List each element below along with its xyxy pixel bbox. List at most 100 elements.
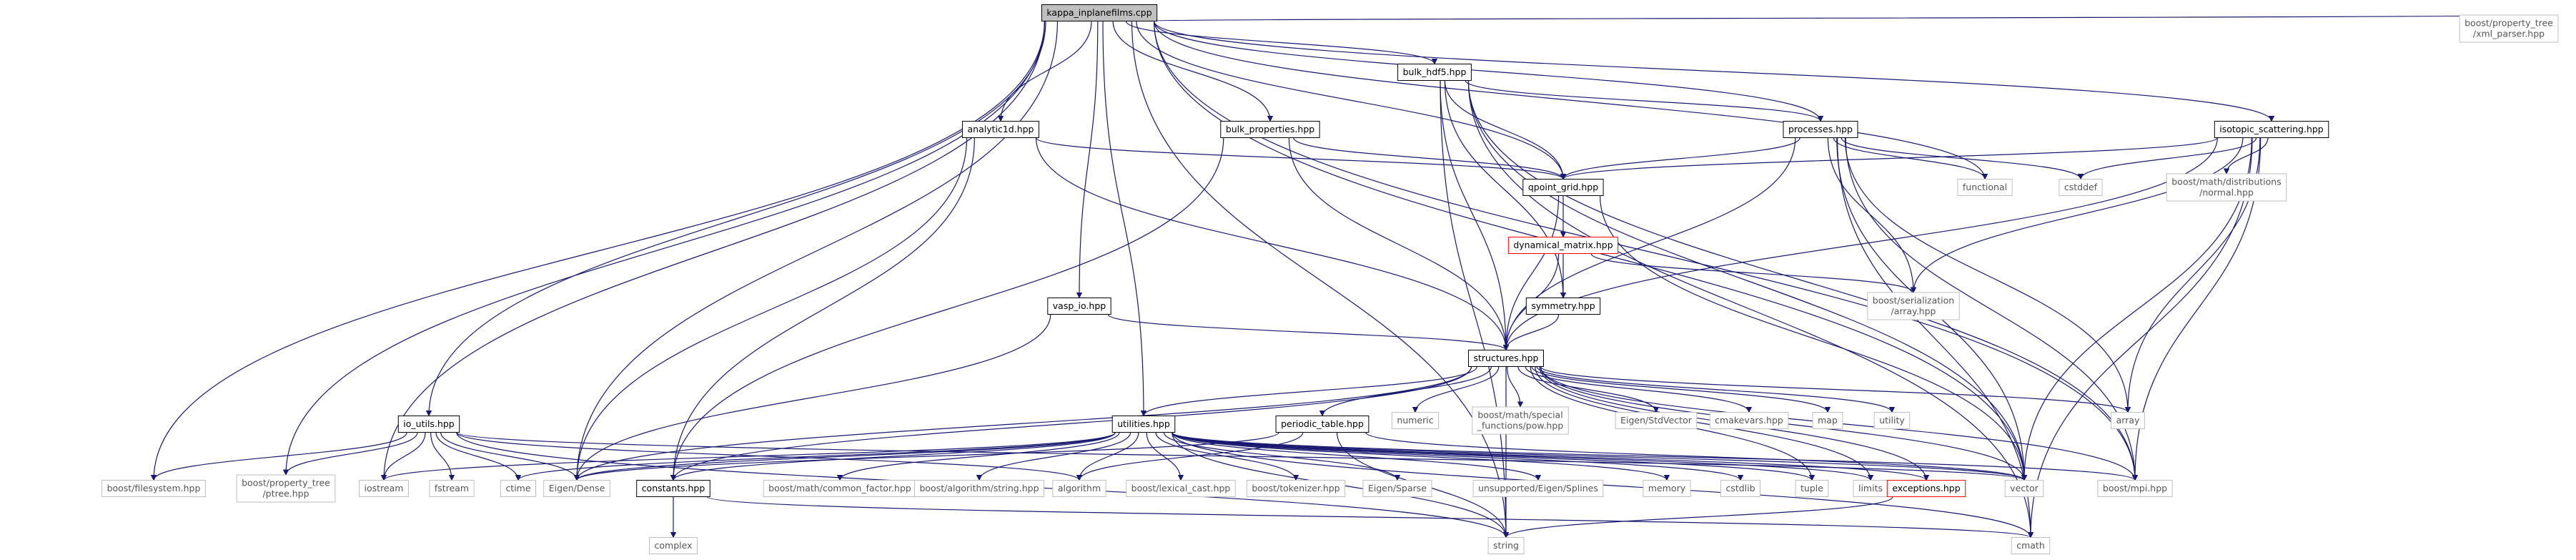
edge-processes-to-structures (1502, 137, 1796, 351)
node-dynamical-matrix[interactable]: dynamical_matrix.hpp (1507, 237, 1619, 254)
edge-processes-to-functional (1833, 137, 1988, 180)
node-label: Eigen/Dense (549, 483, 605, 493)
edge-io-utils-to-eigen-dense (440, 432, 580, 481)
node-structures[interactable]: structures.hpp (1468, 350, 1544, 367)
node-label: io_utils.hpp (403, 418, 454, 429)
node-normal: boost/math/distributions/normal.hpp (2166, 173, 2287, 202)
node-box (1957, 179, 2013, 196)
node-exceptions[interactable]: exceptions.hpp (1886, 480, 1966, 497)
edge-isotopic-to-normal (2223, 137, 2269, 175)
node-ser-array: boost/serialization/array.hpp (1867, 292, 1960, 320)
edge-bulk-hdf5-to-processes (1465, 80, 1824, 122)
node-box (397, 416, 460, 433)
node-label: utilities.hpp (1117, 418, 1170, 429)
node-vasp-io[interactable]: vasp_io.hpp (1047, 298, 1111, 315)
node-bulk-properties[interactable]: bulk_properties.hpp (1220, 121, 1320, 138)
edge-processes-to-array (1844, 137, 2131, 413)
edge-structures-to-constants (670, 366, 1472, 481)
node-label: boost/math/distributions (2171, 177, 2281, 187)
node-kappa[interactable]: kappa_inplanefilms.cpp (1041, 4, 1158, 21)
edge-utilities-to-tokenizer (1155, 432, 1299, 481)
edge-structures-to-limits (1535, 366, 1874, 481)
node-box (1362, 480, 1432, 497)
node-bulk-hdf5[interactable]: bulk_hdf5.hpp (1397, 64, 1472, 81)
node-label: qpoint_grid.hpp (1528, 182, 1598, 192)
node-label: boost/property_tree (242, 478, 330, 488)
node-periodic-table[interactable]: periodic_table.hpp (1275, 416, 1369, 433)
node-box (1052, 480, 1106, 497)
node-box (543, 480, 610, 497)
edge-processes-to-cstddef (1841, 137, 2084, 180)
node-box (1643, 480, 1691, 497)
node-map: map (1812, 412, 1843, 429)
node-utilities[interactable]: utilities.hpp (1111, 416, 1176, 433)
edge-kappa-to-utilities (1102, 21, 1147, 417)
node-eigen-sparse: Eigen/Sparse (1362, 480, 1432, 497)
edge-bulk-hdf5-to-cmath (1467, 80, 2034, 539)
node-label: functional (1963, 182, 2007, 192)
node-box (1220, 121, 1320, 138)
node-box (636, 480, 710, 497)
node-cstddef: cstddef (2059, 179, 2103, 196)
node-label: isotopic_scattering.hpp (2219, 124, 2324, 134)
node-special-fn: boost/math/special_functions/pow.hpp (1472, 406, 1569, 435)
node-cstdlib: cstdlib (1720, 480, 1760, 497)
edge-structures-to-map (1531, 366, 1831, 413)
node-label: periodic_table.hpp (1281, 418, 1364, 429)
node-label: _functions/pow.hpp (1477, 421, 1564, 431)
node-box (2097, 480, 2173, 497)
node-symmetry[interactable]: symmetry.hpp (1525, 298, 1601, 315)
node-label: vasp_io.hpp (1053, 300, 1106, 311)
node-label: boost/math/special (1477, 410, 1562, 421)
node-box (1812, 412, 1843, 429)
node-isotopic[interactable]: isotopic_scattering.hpp (2214, 121, 2329, 138)
node-constants[interactable]: constants.hpp (636, 480, 710, 497)
node-label: string (1493, 540, 1519, 551)
edge-kappa-to-mpi (1154, 21, 2139, 481)
node-box (2459, 14, 2559, 43)
edge-processes-to-ser-array (1827, 137, 1917, 293)
node-box (1522, 179, 1604, 196)
node-label: analytic1d.hpp (967, 124, 1034, 134)
node-eigen-dense: Eigen/Dense (543, 480, 610, 497)
edge-kappa-to-vasp-io (1076, 21, 1099, 299)
node-box (1472, 480, 1604, 497)
node-analytic1d[interactable]: analytic1d.hpp (962, 121, 1039, 138)
edge-constants-to-cmath (706, 496, 2033, 539)
edge-structures-to-cmakevars (1525, 366, 1753, 413)
node-qpoint-grid[interactable]: qpoint_grid.hpp (1522, 179, 1604, 196)
edge-qpoint-grid-to-vector (1600, 195, 2028, 481)
edge-structures-to-eigen-dense (573, 366, 1472, 481)
node-box (1709, 412, 1789, 429)
node-mpi: boost/mpi.hpp (2097, 480, 2173, 497)
node-box (1795, 480, 1829, 497)
edge-isotopic-to-qpoint-grid (1560, 137, 2218, 180)
node-processes[interactable]: processes.hpp (1783, 121, 1858, 138)
node-label: exceptions.hpp (1892, 483, 1960, 493)
node-box (1867, 292, 1960, 320)
node-box (1275, 416, 1369, 433)
node-box (1246, 480, 1346, 497)
edge-isotopic-to-cmath (2027, 137, 2253, 539)
node-label: vector (2010, 483, 2039, 493)
node-box (962, 121, 1039, 138)
node-box (1391, 412, 1440, 429)
node-io-utils[interactable]: io_utils.hpp (397, 416, 460, 433)
node-box (1111, 416, 1176, 433)
edge-symmetry-to-structures (1502, 314, 1560, 351)
edge-kappa-to-processes (1154, 21, 1824, 122)
node-label: cmath (2016, 540, 2045, 551)
node-label: symmetry.hpp (1531, 300, 1595, 311)
node-box (1615, 412, 1698, 429)
node-label: numeric (1397, 415, 1433, 426)
node-label: /ptree.hpp (262, 488, 309, 499)
node-vector: vector (2004, 480, 2044, 497)
node-box (1472, 406, 1569, 435)
node-label: cmakevars.hpp (1715, 415, 1783, 426)
node-box (1468, 350, 1544, 367)
edge-vasp-io-to-structures (1107, 313, 1510, 351)
edge-kappa-to-isotopic (1154, 21, 2275, 122)
node-label: iostream (365, 483, 404, 493)
edge-isotopic-to-cstddef (2077, 137, 2257, 180)
edge-processes-to-cmath (1836, 137, 2034, 539)
